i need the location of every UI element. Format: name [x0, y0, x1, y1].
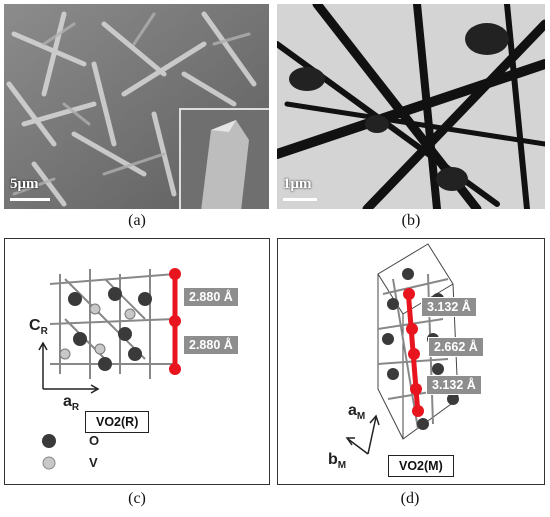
caption-d: (d) — [400, 490, 420, 507]
axis-a-label: aR — [63, 393, 80, 414]
tem-nanorods-texture — [277, 4, 545, 209]
sem-image-a: 5μm — [4, 4, 269, 209]
caption-b: (b) — [401, 212, 421, 229]
scale-label-a: 5μm — [10, 176, 39, 192]
bond-length-label-2: 2.662 Å — [428, 337, 484, 357]
structure-frame-d: 3.132 Å 2.662 Å 3.132 Å aM bM VO2(M) — [277, 238, 545, 485]
scale-bar-a — [10, 198, 50, 201]
axis-a-label: aM — [348, 402, 366, 423]
oxygen-legend-dot — [42, 434, 56, 448]
phase-label-m: VO2(M) — [388, 455, 454, 477]
vo2-m-crystal-diagram — [345, 243, 459, 455]
tem-image-b: 1μm — [277, 4, 545, 209]
caption-c: (c) — [128, 490, 146, 507]
bond-length-label-1: 2.880 Å — [183, 287, 239, 307]
vanadium-legend-dot — [42, 456, 56, 470]
structure-frame-c: 2.880 Å 2.880 Å CR aR VO2(R) O V — [4, 238, 270, 485]
scale-label-b: 1μm — [283, 176, 312, 192]
axis-b-label: bM — [328, 451, 347, 472]
bond-length-label-3: 3.132 Å — [426, 375, 482, 395]
legend-oxygen-label: O — [89, 433, 100, 448]
axis-c-label: CR — [29, 317, 48, 338]
phase-label-r: VO2(R) — [85, 411, 150, 433]
sem-nanorods-texture — [4, 4, 269, 209]
bond-length-label-2: 2.880 Å — [183, 335, 239, 355]
scale-bar-b — [283, 198, 317, 201]
caption-a: (a) — [128, 212, 146, 229]
bond-length-label-1: 3.132 Å — [421, 297, 477, 317]
vo2-r-crystal-diagram — [38, 268, 181, 470]
legend-vanadium-label: V — [89, 455, 98, 470]
sem-inset-image — [179, 108, 269, 209]
